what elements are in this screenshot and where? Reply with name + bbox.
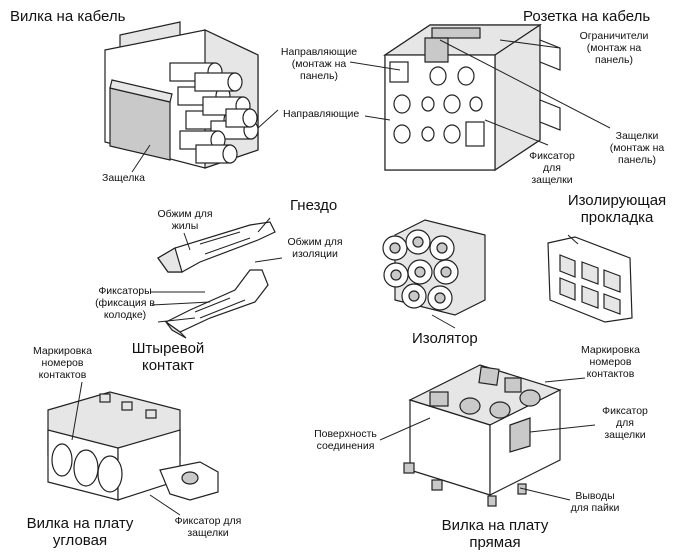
latch-label: Защелка xyxy=(102,172,145,184)
plug-cable-tubes xyxy=(169,62,259,164)
socket-holes xyxy=(389,61,485,147)
guides-label: Направляющие xyxy=(283,108,360,120)
insulator-drawing xyxy=(382,219,486,316)
board-plug-angled-drawing xyxy=(47,391,219,501)
socket-on-cable-drawing xyxy=(383,23,561,172)
board-plug-straight-drawing xyxy=(403,364,562,507)
insulating-pad-drawing xyxy=(547,236,633,323)
plug-on-cable-drawing xyxy=(104,21,259,169)
pin-contact-drawing xyxy=(164,269,269,339)
insulator-sleeves xyxy=(382,229,459,311)
receptacle-title: Гнездо xyxy=(290,197,338,214)
insulator-title: Изолятор xyxy=(412,330,478,347)
receptacle-contact-drawing xyxy=(157,221,276,273)
plug-cable-title: Вилка на кабель xyxy=(10,8,126,25)
socket-cable-title: Розетка на кабель xyxy=(523,8,651,25)
